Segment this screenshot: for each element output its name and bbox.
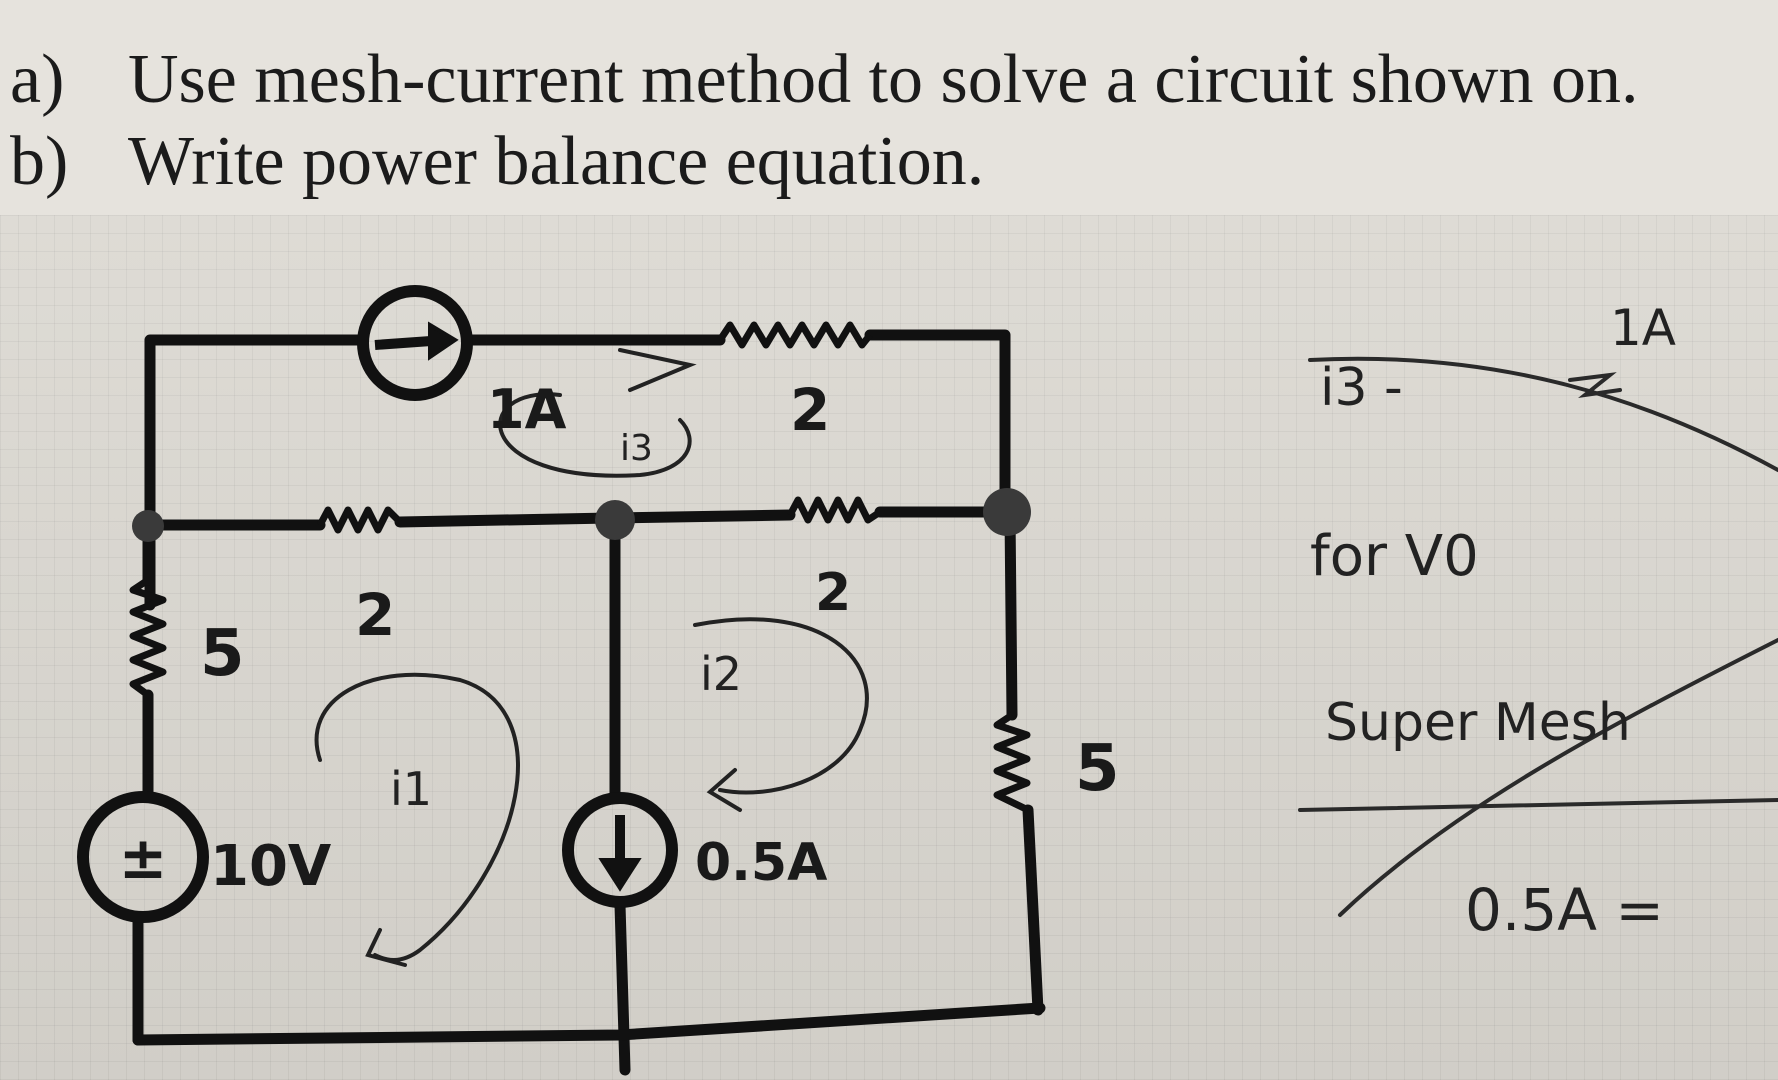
note-line4: 0.5A = [1465,876,1664,944]
problem-statement: a) Use mesh-current method to solve a cir… [0,0,1778,215]
label-05A: 0.5A [695,833,827,893]
label-i3: i3 [620,428,653,469]
node-center [595,500,635,540]
mesh-i2-loop [693,617,869,795]
note-scribble [1568,372,1622,399]
question-a-text: Use mesh-current method to solve a circu… [128,41,1639,118]
note-line1: i3 - [1320,358,1403,418]
mesh-i3-loop [498,392,692,478]
label-r-left: 5 [200,617,245,691]
label-r-right: 5 [1075,732,1120,806]
question-b: b) Write power balance equation. [10,122,984,202]
wire-middle-center [394,509,796,528]
resistor-right [993,712,1031,814]
resistor-mid-left [316,506,403,534]
wire-top [144,334,366,611]
mesh-i1-arrow [365,928,407,967]
label-i1: i1 [390,762,432,816]
question-b-letter: b) [10,123,69,200]
mesh-i3-arrow [618,348,697,392]
wire-top-right [864,329,1011,521]
question-a: a) Use mesh-current method to solve a cir… [10,40,1638,120]
wire-right-upper [1004,509,1018,721]
wire-center-lower [614,899,631,1076]
wire-bottom [132,1002,1046,1046]
resistor-mid-right [786,496,882,524]
node-left [132,510,164,542]
note-line2: for V0 [1310,524,1479,589]
note-cross-line [1338,638,1778,917]
mesh-i1-loop [314,672,520,962]
resistor-top [717,321,873,349]
resistor-left [129,577,167,698]
wire-right-lower [1022,804,1044,1016]
label-r-mid-left: 2 [355,581,395,649]
question-a-letter: a) [10,41,65,118]
label-i2: i2 [700,647,742,701]
current-source-1A [357,285,473,401]
label-1A: 1A [487,378,567,441]
note-curve [1308,356,1778,472]
node-right [983,488,1031,536]
question-b-text: Write power balance equation. [128,123,985,200]
voltage-source-10V [77,791,209,923]
current-source-05A [562,792,678,908]
note-strike-line [1298,798,1778,812]
plus-minus-icon: ± [119,824,168,892]
mesh-i2-arrow [706,768,742,812]
label-10V: 10V [210,834,332,899]
note-line1-right: 1A [1610,299,1676,357]
note-line3: Super Mesh [1325,693,1631,753]
label-r-top: 2 [790,376,830,444]
label-r-mid-right: 2 [815,563,851,623]
